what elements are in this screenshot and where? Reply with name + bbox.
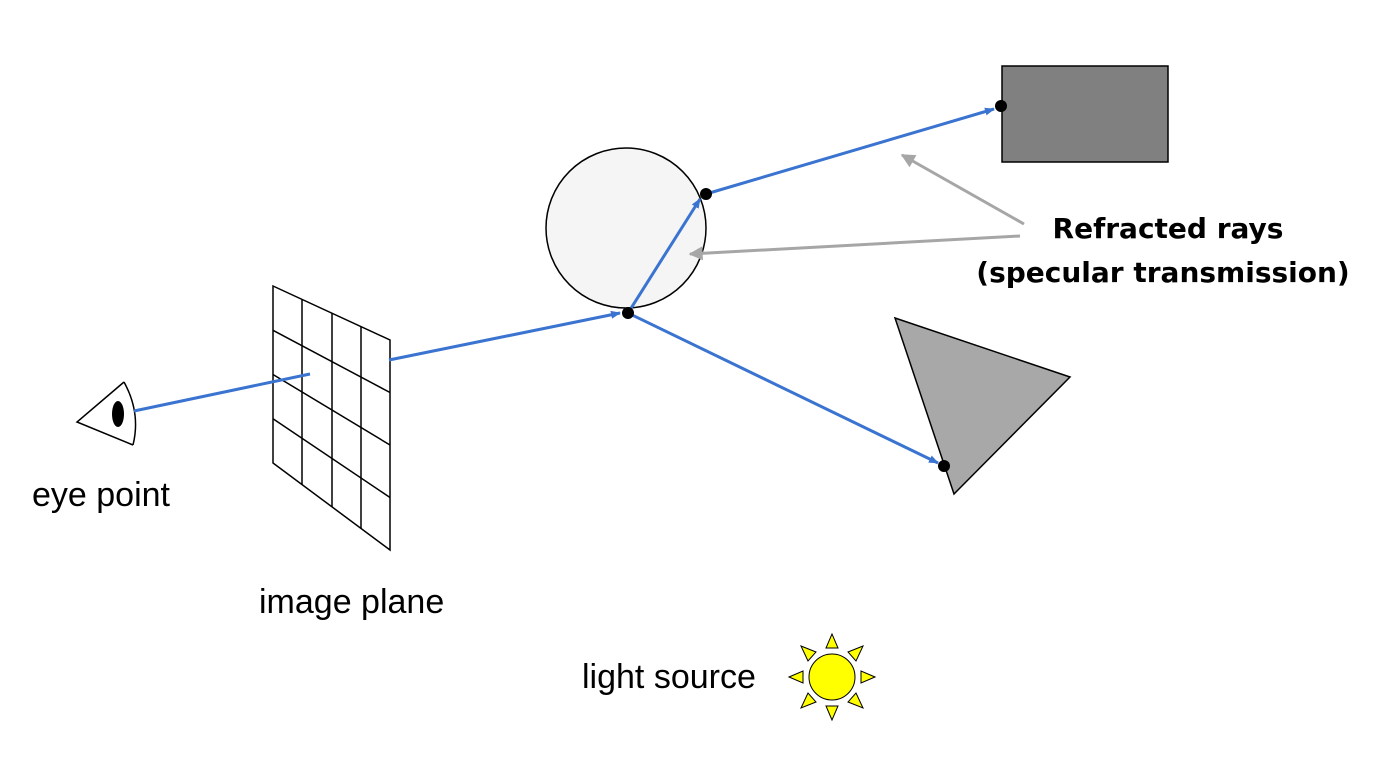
rectangle-object	[1001, 65, 1169, 163]
eye-icon	[75, 381, 137, 446]
ray-eye-to-plane	[133, 372, 311, 413]
ray-inside-sphere	[626, 198, 702, 314]
intersection-point	[700, 188, 712, 200]
intersection-point	[995, 100, 1007, 112]
eye-point-label: eye point	[32, 476, 171, 514]
intersection-point	[938, 460, 950, 472]
ray-sphere-to-rectangle	[705, 107, 995, 196]
light-source-label: light source	[582, 658, 756, 696]
annotation-arrow-upper	[900, 153, 1025, 226]
intersection-point	[622, 307, 634, 319]
triangle-object	[893, 316, 1072, 496]
image-plane-label: image plane	[259, 583, 444, 621]
annotation-arrow-lower	[688, 234, 1021, 261]
refracted-rays-label: Refracted rays	[1053, 212, 1284, 245]
sun-icon	[787, 632, 877, 722]
image-plane-grid	[272, 284, 391, 552]
ray-plane-to-sphere	[388, 310, 621, 362]
specular-transmission-label: (specular transmission)	[976, 256, 1349, 289]
ray-sphere-to-triangle	[627, 311, 939, 465]
